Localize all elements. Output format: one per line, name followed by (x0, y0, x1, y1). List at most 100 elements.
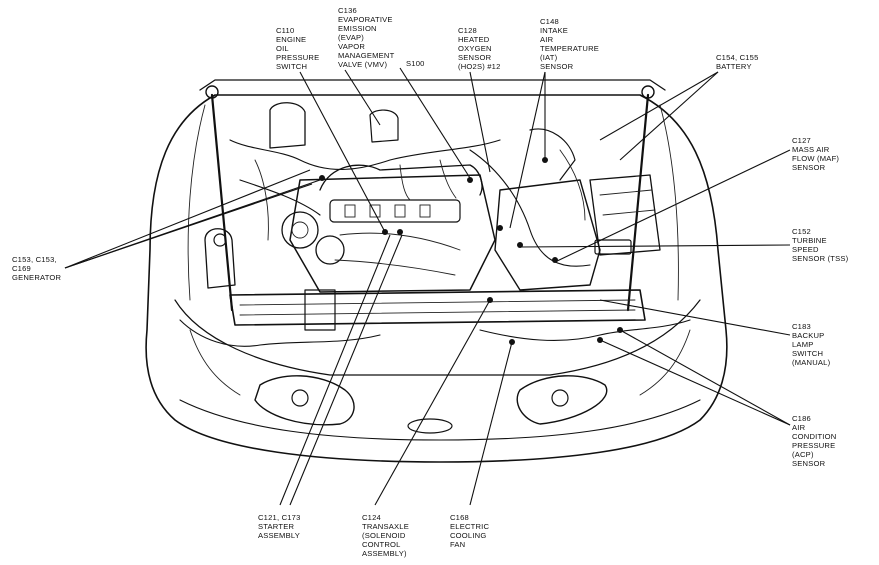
callout-line: C168 (450, 513, 469, 522)
leader-c148-a (509, 71, 546, 229)
leader-c168 (469, 341, 513, 506)
leader-lines (64, 67, 791, 506)
radiator-support (229, 289, 646, 331)
callout-line: OXYGEN (458, 44, 492, 53)
callout-line: (ACP) (792, 450, 814, 459)
leader-c153-a (64, 169, 311, 269)
callout-line: (EVAP) (338, 33, 364, 42)
callout-line: STARTER (258, 522, 295, 531)
callout-c168: C168 ELECTRIC COOLING FAN (450, 513, 489, 549)
callout-line: MASS AIR (792, 145, 830, 154)
callout-c154: C154, C155 BATTERY (716, 53, 759, 71)
leader-c153-c (64, 183, 313, 269)
leader-c183 (599, 299, 791, 336)
leader-c128 (469, 71, 491, 173)
callout-c152: C152 TURBINE SPEED SENSOR (TSS) (792, 227, 848, 263)
leader-c110 (299, 71, 386, 233)
leader-c186-a (599, 339, 791, 426)
callout-line: EMISSION (338, 24, 377, 33)
callout-line: FAN (450, 540, 466, 549)
callout-line: CONDITION (792, 432, 837, 441)
callout-line: (HO2S) #12 (458, 62, 501, 71)
callout-line: BATTERY (716, 62, 752, 71)
leader-s100 (399, 67, 471, 179)
callout-line: LAMP (792, 340, 814, 349)
callout-line: C153, C153, (12, 255, 57, 264)
callout-line: ASSEMBLY (258, 531, 300, 540)
callout-c128: C128 HEATED OXYGEN SENSOR (HO2S) #12 (458, 26, 501, 71)
callout-c153: C153, C153, C169 GENERATOR (12, 255, 61, 282)
leader-c154-b (619, 71, 719, 161)
callout-line: (SOLENOID (362, 531, 406, 540)
callout-line: VALVE (VMV) (338, 60, 388, 69)
callout-line: SWITCH (792, 349, 824, 358)
leader-c127 (554, 149, 791, 263)
engine-assembly (281, 164, 496, 293)
wiring-harness (179, 139, 691, 396)
callout-line: C183 (792, 322, 811, 331)
callout-line: (MANUAL) (792, 358, 831, 367)
callout-line: AIR (540, 35, 554, 44)
callout-line: C110 (276, 26, 295, 35)
callout-c121: C121, C173 STARTER ASSEMBLY (258, 513, 301, 540)
callout-c186: C186 AIR CONDITION PRESSURE (ACP) SENSOR (792, 414, 836, 468)
callout-line: C148 (540, 17, 559, 26)
callout-line: C121, C173 (258, 513, 301, 522)
callout-line: INTAKE (540, 26, 569, 35)
leader-c124 (374, 299, 491, 506)
callout-line: CONTROL (362, 540, 401, 549)
reservoirs (204, 102, 399, 289)
air-cleaner-and-battery (494, 128, 661, 291)
headlamps (254, 375, 608, 434)
callout-line: SENSOR (458, 53, 492, 62)
callout-line: ELECTRIC (450, 522, 490, 531)
car-body-outline (145, 79, 728, 463)
callout-c148: C148 INTAKE AIR TEMPERATURE (IAT) SENSOR (540, 17, 599, 71)
callout-line: C186 (792, 414, 811, 423)
callout-line: BACKUP (792, 331, 825, 340)
hood-struts (205, 85, 655, 312)
callout-s100: S100 (406, 59, 425, 68)
callout-c183: C183 BACKUP LAMP SWITCH (MANUAL) (792, 322, 830, 367)
callout-line: FLOW (MAF) (792, 154, 840, 163)
callout-c136: C136 EVAPORATIVE EMISSION (EVAP) VAPOR M… (338, 6, 394, 69)
callout-line: C127 (792, 136, 811, 145)
leader-c121-b (289, 234, 403, 506)
callout-line: ENGINE (276, 35, 307, 44)
leader-c121-a (279, 234, 391, 506)
leader-c154-a (599, 71, 719, 141)
callout-line: C154, C155 (716, 53, 759, 62)
callout-line: ASSEMBLY) (362, 549, 407, 558)
callout-line: C124 (362, 513, 381, 522)
callout-line: SPEED (792, 245, 819, 254)
callout-line: SWITCH (276, 62, 308, 71)
callout-line: GENERATOR (12, 273, 62, 282)
callout-line: PRESSURE (276, 53, 320, 62)
callout-line: HEATED (458, 35, 490, 44)
callout-line: PRESSURE (792, 441, 836, 450)
callout-c127: C127 MASS AIR FLOW (MAF) SENSOR (792, 136, 839, 172)
callout-line: C169 (12, 264, 31, 273)
callout-line: COOLING (450, 531, 487, 540)
leader-c186-b (619, 329, 791, 426)
callout-line: S100 (406, 59, 425, 68)
leader-c152 (519, 244, 791, 248)
callout-line: SENSOR (792, 163, 826, 172)
callout-line: C128 (458, 26, 477, 35)
callout-line: (IAT) (540, 53, 558, 62)
callout-line: MANAGEMENT (338, 51, 395, 60)
callout-line: VAPOR (338, 42, 366, 51)
callout-c124: C124 TRANSAXLE (SOLENOID CONTROL ASSEMBL… (362, 513, 409, 558)
callout-line: SENSOR (792, 459, 826, 468)
callout-line: OIL (276, 44, 289, 53)
callout-line: TURBINE (792, 236, 827, 245)
callout-c110: C110 ENGINE OIL PRESSURE SWITCH (276, 26, 319, 71)
callout-line: EVAPORATIVE (338, 15, 393, 24)
callout-line: TEMPERATURE (540, 44, 600, 53)
leader-c136 (344, 69, 381, 126)
callout-line: AIR (792, 423, 806, 432)
callout-line: SENSOR (540, 62, 574, 71)
callout-line: SENSOR (TSS) (792, 254, 849, 263)
